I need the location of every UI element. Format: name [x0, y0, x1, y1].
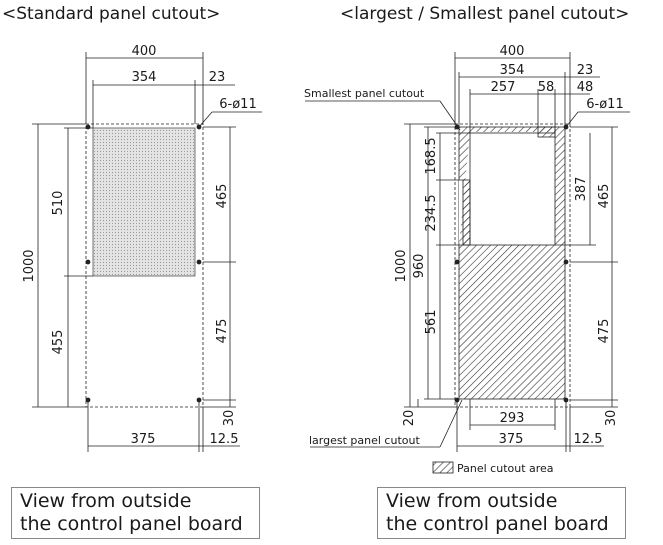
dim-right-58: 58 — [538, 80, 555, 95]
right-outline — [454, 123, 571, 408]
right-diagram — [305, 52, 630, 474]
left-caption: View from outside the control panel boar… — [11, 487, 260, 539]
dim-left-510: 510 — [51, 191, 66, 216]
hole — [85, 259, 91, 265]
dim-left-12-5: 12.5 — [210, 432, 239, 447]
dim-left-465: 465 — [215, 184, 230, 209]
dim-left-hole-spec: 6-ø11 — [219, 97, 256, 112]
dim-left-400: 400 — [132, 44, 157, 59]
right-labels: 400 354 23 257 58 48 6-ø11 168.5 234.5 5… — [304, 44, 624, 475]
left-diagram — [32, 52, 262, 452]
dim-right-257: 257 — [491, 80, 516, 95]
right-caption-line2: the control panel board — [386, 513, 609, 535]
left-title: <Standard panel cutout> — [2, 4, 221, 24]
dim-right-23: 23 — [577, 63, 594, 78]
dim-right-375: 375 — [499, 432, 524, 447]
dim-right-354: 354 — [500, 63, 525, 78]
dim-left-455: 455 — [51, 330, 66, 355]
smallest-label: Smallest panel cutout — [304, 87, 425, 100]
dim-right-465: 465 — [597, 184, 612, 209]
dim-right-293: 293 — [500, 411, 525, 426]
dim-left-354: 354 — [132, 70, 157, 85]
right-caption-line1: View from outside — [386, 490, 558, 512]
dim-right-20: 20 — [402, 410, 417, 427]
left-cutout — [92, 127, 196, 277]
dim-right-48: 48 — [577, 80, 594, 95]
left-caption-line1: View from outside — [20, 490, 192, 512]
dim-right-400: 400 — [500, 44, 525, 59]
left-labels: 400 354 23 6-ø11 1000 510 455 465 475 30… — [22, 44, 257, 447]
dim-right-387: 387 — [574, 177, 589, 202]
dim-right-561: 561 — [424, 310, 439, 335]
largest-label: largest panel cutout — [309, 434, 420, 447]
dim-left-475: 475 — [215, 319, 230, 344]
hole — [196, 259, 202, 265]
hole — [454, 259, 460, 265]
dim-right-475: 475 — [597, 319, 612, 344]
dim-right-hole-spec: 6-ø11 — [586, 97, 623, 112]
dim-right-168-5: 168.5 — [424, 137, 439, 174]
legend-label: Panel cutout area — [457, 462, 554, 475]
dim-right-12-5: 12.5 — [574, 432, 603, 447]
dim-right-960: 960 — [412, 254, 427, 279]
hole — [563, 259, 569, 265]
left-caption-line2: the control panel board — [20, 513, 243, 535]
dim-right-1000: 1000 — [394, 249, 409, 282]
dim-right-234-5: 234.5 — [424, 194, 439, 231]
dim-left-23: 23 — [209, 70, 226, 85]
dim-left-1000: 1000 — [22, 249, 37, 282]
right-title: <largest / Smallest panel cutout> — [340, 4, 630, 24]
dim-left-375: 375 — [131, 432, 156, 447]
right-caption: View from outside the control panel boar… — [377, 487, 626, 539]
dim-right-30: 30 — [604, 410, 619, 427]
dim-left-30: 30 — [222, 410, 237, 427]
